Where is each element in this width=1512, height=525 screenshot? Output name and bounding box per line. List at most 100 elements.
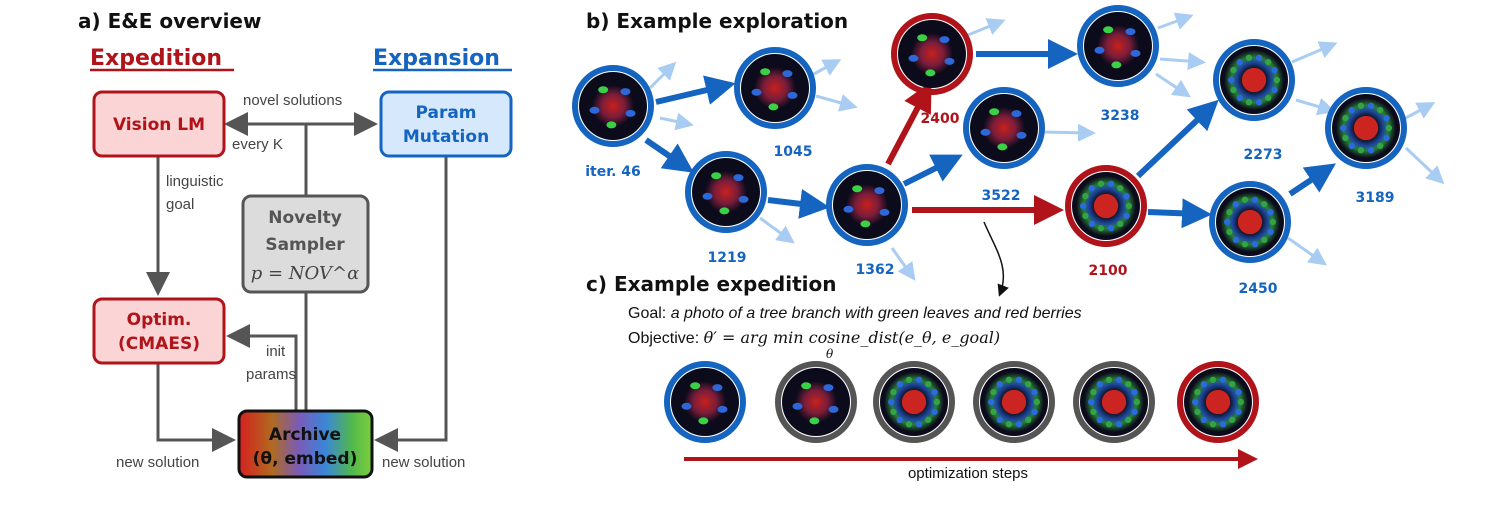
pattern-dot (905, 421, 913, 428)
archive-box[interactable] (237, 409, 374, 479)
pattern-dot (1088, 398, 1095, 406)
node-2400[interactable]: 2400 (891, 13, 973, 127)
pattern-core (1241, 67, 1267, 93)
pattern-dot (1230, 66, 1237, 74)
node-label: 2100 (1089, 263, 1128, 279)
node-2450[interactable]: 2450 (1209, 181, 1291, 297)
pattern-lobe (690, 382, 701, 390)
pattern-lobe (925, 69, 936, 77)
node-2100[interactable]: 2100 (1065, 165, 1147, 279)
node-iter-46[interactable]: iter. 46 (572, 65, 654, 180)
node-2273[interactable]: 2273 (1213, 39, 1295, 163)
expedition-steps (664, 361, 1259, 443)
node-label: 1362 (856, 262, 895, 278)
pattern-dot (1096, 416, 1103, 424)
pattern-dot (1090, 388, 1097, 396)
optim-box[interactable] (92, 297, 226, 365)
pattern-dot (996, 416, 1003, 424)
optimization-step (664, 361, 746, 443)
pattern-dot (1123, 192, 1130, 200)
pattern-dot (1117, 220, 1124, 228)
pattern-dot (1367, 147, 1375, 154)
node-border (572, 65, 654, 147)
archive-line1: Archive (269, 425, 341, 445)
exploration-arrows (644, 39, 1336, 229)
pattern-dot (1031, 388, 1038, 396)
optim-line1: Optim. (127, 310, 192, 330)
pattern-dot (1031, 408, 1038, 416)
node-border (685, 151, 767, 233)
pattern-dot (1342, 114, 1349, 122)
pattern-lobe (625, 109, 636, 117)
pattern-dot (1377, 106, 1384, 114)
pattern-dot (1125, 416, 1132, 424)
pattern-dot (1226, 228, 1233, 236)
light-arrow (1291, 41, 1338, 64)
pattern-dot (1125, 380, 1132, 388)
vision-lm-box[interactable] (92, 90, 226, 158)
pattern-dot (1131, 408, 1138, 416)
pattern-lobe (760, 68, 771, 76)
light-arrow (811, 59, 842, 77)
light-arrow (1287, 236, 1327, 266)
pattern-dot (915, 376, 923, 383)
node-1362[interactable]: 1362 (826, 164, 908, 278)
node-3238[interactable]: 3238 (1077, 5, 1159, 124)
pattern-lobe (787, 91, 798, 99)
panel-b-title: b) Example exploration (586, 9, 848, 33)
node-border (1325, 87, 1407, 169)
pattern-dot (1237, 398, 1245, 406)
pattern-dot (990, 408, 997, 416)
node-border (1077, 5, 1159, 87)
goal-line: Goal: a photo of a tree branch with gree… (628, 305, 1082, 322)
pattern-lobe (828, 405, 839, 413)
pattern-lobe (751, 88, 762, 96)
pattern-dot (1348, 142, 1355, 150)
node-1219[interactable]: 1219 (685, 151, 767, 266)
pattern-blob (705, 171, 747, 213)
pattern-dot (1219, 421, 1227, 428)
node-1045[interactable]: 1045 (734, 47, 816, 160)
pattern-lobe (606, 121, 617, 129)
light-arrow (1157, 12, 1194, 30)
pattern-dot (1251, 196, 1259, 203)
pattern-dot (1229, 380, 1236, 388)
param-mutation-box[interactable] (379, 90, 513, 158)
pattern-dot (1269, 218, 1277, 226)
novel-solutions-label: novel solutions (243, 92, 342, 109)
step-border (1177, 361, 1259, 443)
pattern-dot (925, 380, 932, 388)
arrow-46-1219 (644, 137, 694, 173)
node-label: 1219 (708, 250, 747, 266)
novelty-sampler-box[interactable] (241, 194, 370, 294)
pattern-dot (1219, 376, 1227, 383)
pattern-blob (795, 381, 837, 423)
pattern-blob (1097, 25, 1139, 67)
pattern-dot (1015, 376, 1023, 383)
arrow-new-solution-left (156, 362, 236, 452)
pattern-lobe (843, 205, 854, 213)
goal-label: goal (166, 196, 194, 213)
objective-subscript: θ (826, 347, 834, 361)
node-3522[interactable]: 3522 (963, 87, 1045, 204)
node-3189[interactable]: 3189 (1325, 87, 1407, 206)
pattern-dot (1230, 86, 1237, 94)
arrow-46-1045 (655, 75, 736, 105)
pattern-lobe (598, 86, 609, 94)
arrow-2450-3189 (1288, 163, 1336, 197)
light-arrows (648, 12, 1445, 281)
pattern-dot (1229, 416, 1236, 424)
pattern-lobe (879, 208, 890, 216)
optimization-steps-label: optimization steps (908, 465, 1028, 482)
pattern-lobe (717, 405, 728, 413)
node-label: iter. 46 (585, 164, 641, 180)
pattern-lobe (1011, 110, 1022, 118)
pattern-dot (1383, 134, 1390, 142)
pattern-core (901, 389, 927, 415)
pattern-dot (890, 388, 897, 396)
param-mutation-line2: Mutation (403, 127, 489, 147)
node-border (1213, 39, 1295, 121)
pattern-lobe (989, 108, 1000, 116)
pattern-dot (1241, 196, 1249, 203)
pattern-dot (1097, 225, 1105, 232)
